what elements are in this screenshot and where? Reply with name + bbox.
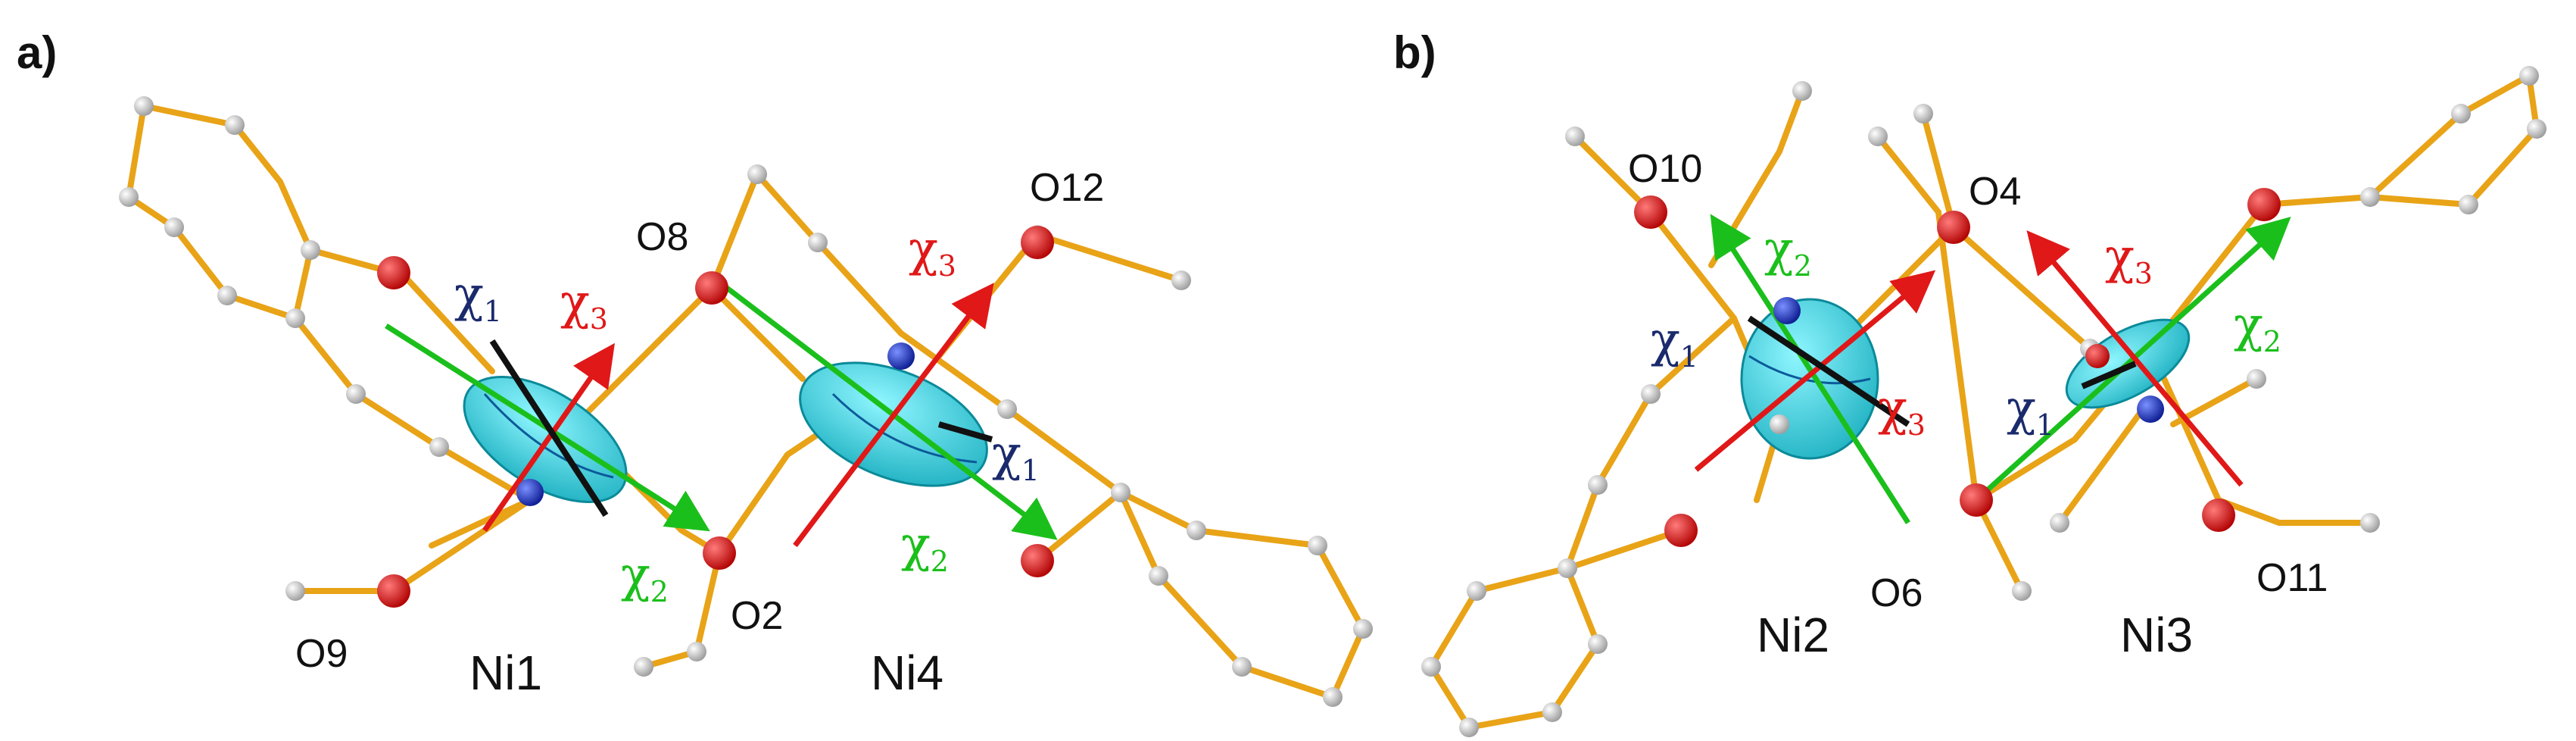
panel-b-atoms — [1421, 66, 2546, 737]
panel-b: b) Ni2 Ni3 O10 O4 O6 O11 χ1 χ2 χ3 χ1 χ2 … — [1393, 27, 2546, 737]
ni4-chi2: χ2 — [901, 517, 949, 578]
ni1-chi1: χ1 — [454, 267, 502, 328]
ni4-ellipsoid — [799, 361, 988, 487]
ni1-axes — [385, 324, 710, 532]
o11-label: O11 — [2256, 556, 2328, 600]
ni1-label: Ni1 — [469, 646, 542, 700]
ni3-chi2: χ2 — [2234, 297, 2281, 358]
ni1-chi2: χ2 — [621, 547, 669, 608]
ni2-ellipsoid — [1740, 298, 1879, 460]
ni4-label: Ni4 — [871, 646, 943, 700]
ni3-chi1: χ1 — [2007, 380, 2054, 442]
o10-label: O10 — [1628, 147, 1702, 191]
ni2-axes — [1694, 214, 1936, 524]
panel-a-tag: a) — [17, 27, 57, 78]
ni2-chi1: χ1 — [1651, 312, 1698, 374]
ni4-chi1: χ1 — [992, 426, 1040, 487]
ni2-chi3: χ3 — [1878, 380, 1926, 442]
ni2-label: Ni2 — [1757, 608, 1829, 662]
ni4-chi3: χ3 — [909, 221, 956, 283]
o9-label: O9 — [295, 632, 348, 676]
ni3-label: Ni3 — [2120, 608, 2193, 662]
ni4-axes — [725, 283, 1058, 548]
ni3-chi3: χ3 — [2105, 229, 2153, 290]
o12-label: O12 — [1030, 166, 1104, 210]
ni1-chi3: χ3 — [560, 274, 608, 336]
ni2-chi2: χ2 — [1764, 221, 1812, 283]
ni3-axes — [1974, 216, 2291, 502]
o6-label: O6 — [1870, 571, 1923, 615]
o8-label: O8 — [636, 215, 688, 259]
panel-b-tag: b) — [1393, 27, 1436, 78]
panel-a-atoms — [119, 96, 1373, 707]
panel-a: a) Ni1 Ni4 O8 O12 O9 O2 χ1 χ3 χ2 χ3 χ1 χ… — [17, 27, 1373, 707]
o4-label: O4 — [1969, 170, 2021, 214]
o2-label: O2 — [731, 594, 783, 638]
